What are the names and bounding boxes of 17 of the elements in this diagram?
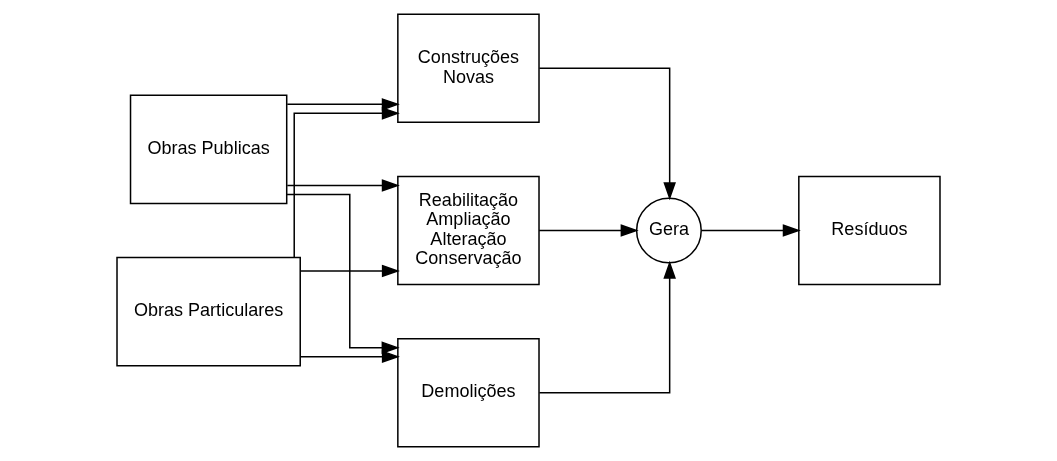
node-box: Obras Particulares — [116, 256, 301, 367]
node-box: Reabilitação Ampliação Alteração Conservação — [397, 175, 540, 286]
arrow — [538, 67, 676, 201]
arrow — [300, 350, 400, 363]
arrow — [300, 264, 400, 278]
node-box: Obras Publicas — [129, 94, 288, 205]
arrow — [293, 107, 400, 259]
node-box: Demolições — [397, 337, 540, 448]
arrow — [538, 260, 676, 394]
arrow — [286, 179, 400, 192]
node-box: Resíduos — [798, 175, 941, 286]
arrow — [286, 193, 400, 354]
node-box: Construções Novas — [397, 13, 540, 124]
arrow — [538, 224, 639, 237]
arrow — [700, 224, 801, 237]
arrow — [286, 98, 400, 111]
node-circle: Gera — [635, 197, 702, 264]
